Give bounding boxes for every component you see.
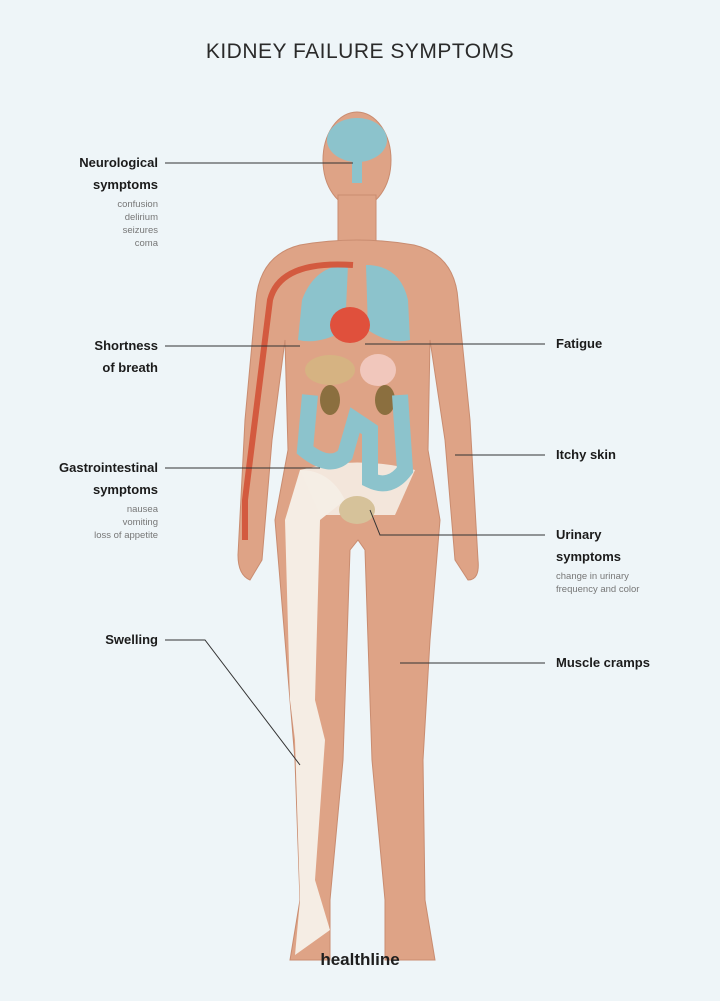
bladder <box>339 496 375 524</box>
label-title: Fatigue <box>556 336 603 351</box>
kidney-right <box>375 385 395 415</box>
label-swelling: Swelling <box>105 629 158 651</box>
symptom-item: confusion <box>117 199 158 210</box>
blood-vessel <box>242 261 354 540</box>
label-title: of breath <box>102 360 158 375</box>
label-title: Muscle cramps <box>556 655 650 670</box>
symptom-item: loss of appetite <box>94 530 158 541</box>
label-urinary: Urinary symptoms change in urinary frequ… <box>556 524 639 596</box>
heart <box>330 307 370 343</box>
brand-logo: healthline <box>320 950 400 969</box>
symptom-item: delirium <box>124 212 158 223</box>
label-muscle-cramps: Muscle cramps <box>556 652 650 674</box>
label-title: symptoms <box>92 482 158 497</box>
brain <box>327 118 387 183</box>
symptom-item: seizures <box>122 225 158 236</box>
label-shortness-of-breath: Shortness of breath <box>94 335 158 379</box>
kidney-left <box>320 385 340 415</box>
intestines <box>296 394 414 492</box>
stomach <box>360 354 396 386</box>
symptom-item: coma <box>134 238 158 249</box>
symptom-item: nausea <box>126 504 158 515</box>
leader-lines <box>165 162 545 766</box>
page-title: KIDNEY FAILURE SYMPTOMS <box>205 40 515 63</box>
label-title: Gastrointestinal <box>59 460 158 475</box>
label-gastrointestinal: Gastrointestinal symptoms nausea vomitin… <box>59 457 158 542</box>
label-title: Urinary <box>556 527 602 542</box>
label-title: Shortness <box>94 338 158 353</box>
human-body <box>237 111 479 961</box>
label-neurological: Neurological symptoms confusion delirium… <box>79 152 158 250</box>
label-title: Swelling <box>105 632 158 647</box>
symptom-item: vomiting <box>122 517 158 528</box>
label-title: symptoms <box>92 177 158 192</box>
liver <box>305 355 355 385</box>
label-title: Neurological <box>79 155 158 170</box>
symptom-item: change in urinary <box>556 571 629 582</box>
symptom-item: frequency and color <box>556 584 640 595</box>
label-title: Itchy skin <box>556 447 616 462</box>
label-title: symptoms <box>556 549 622 564</box>
label-fatigue: Fatigue <box>556 333 602 355</box>
label-itchy-skin: Itchy skin <box>556 444 616 466</box>
